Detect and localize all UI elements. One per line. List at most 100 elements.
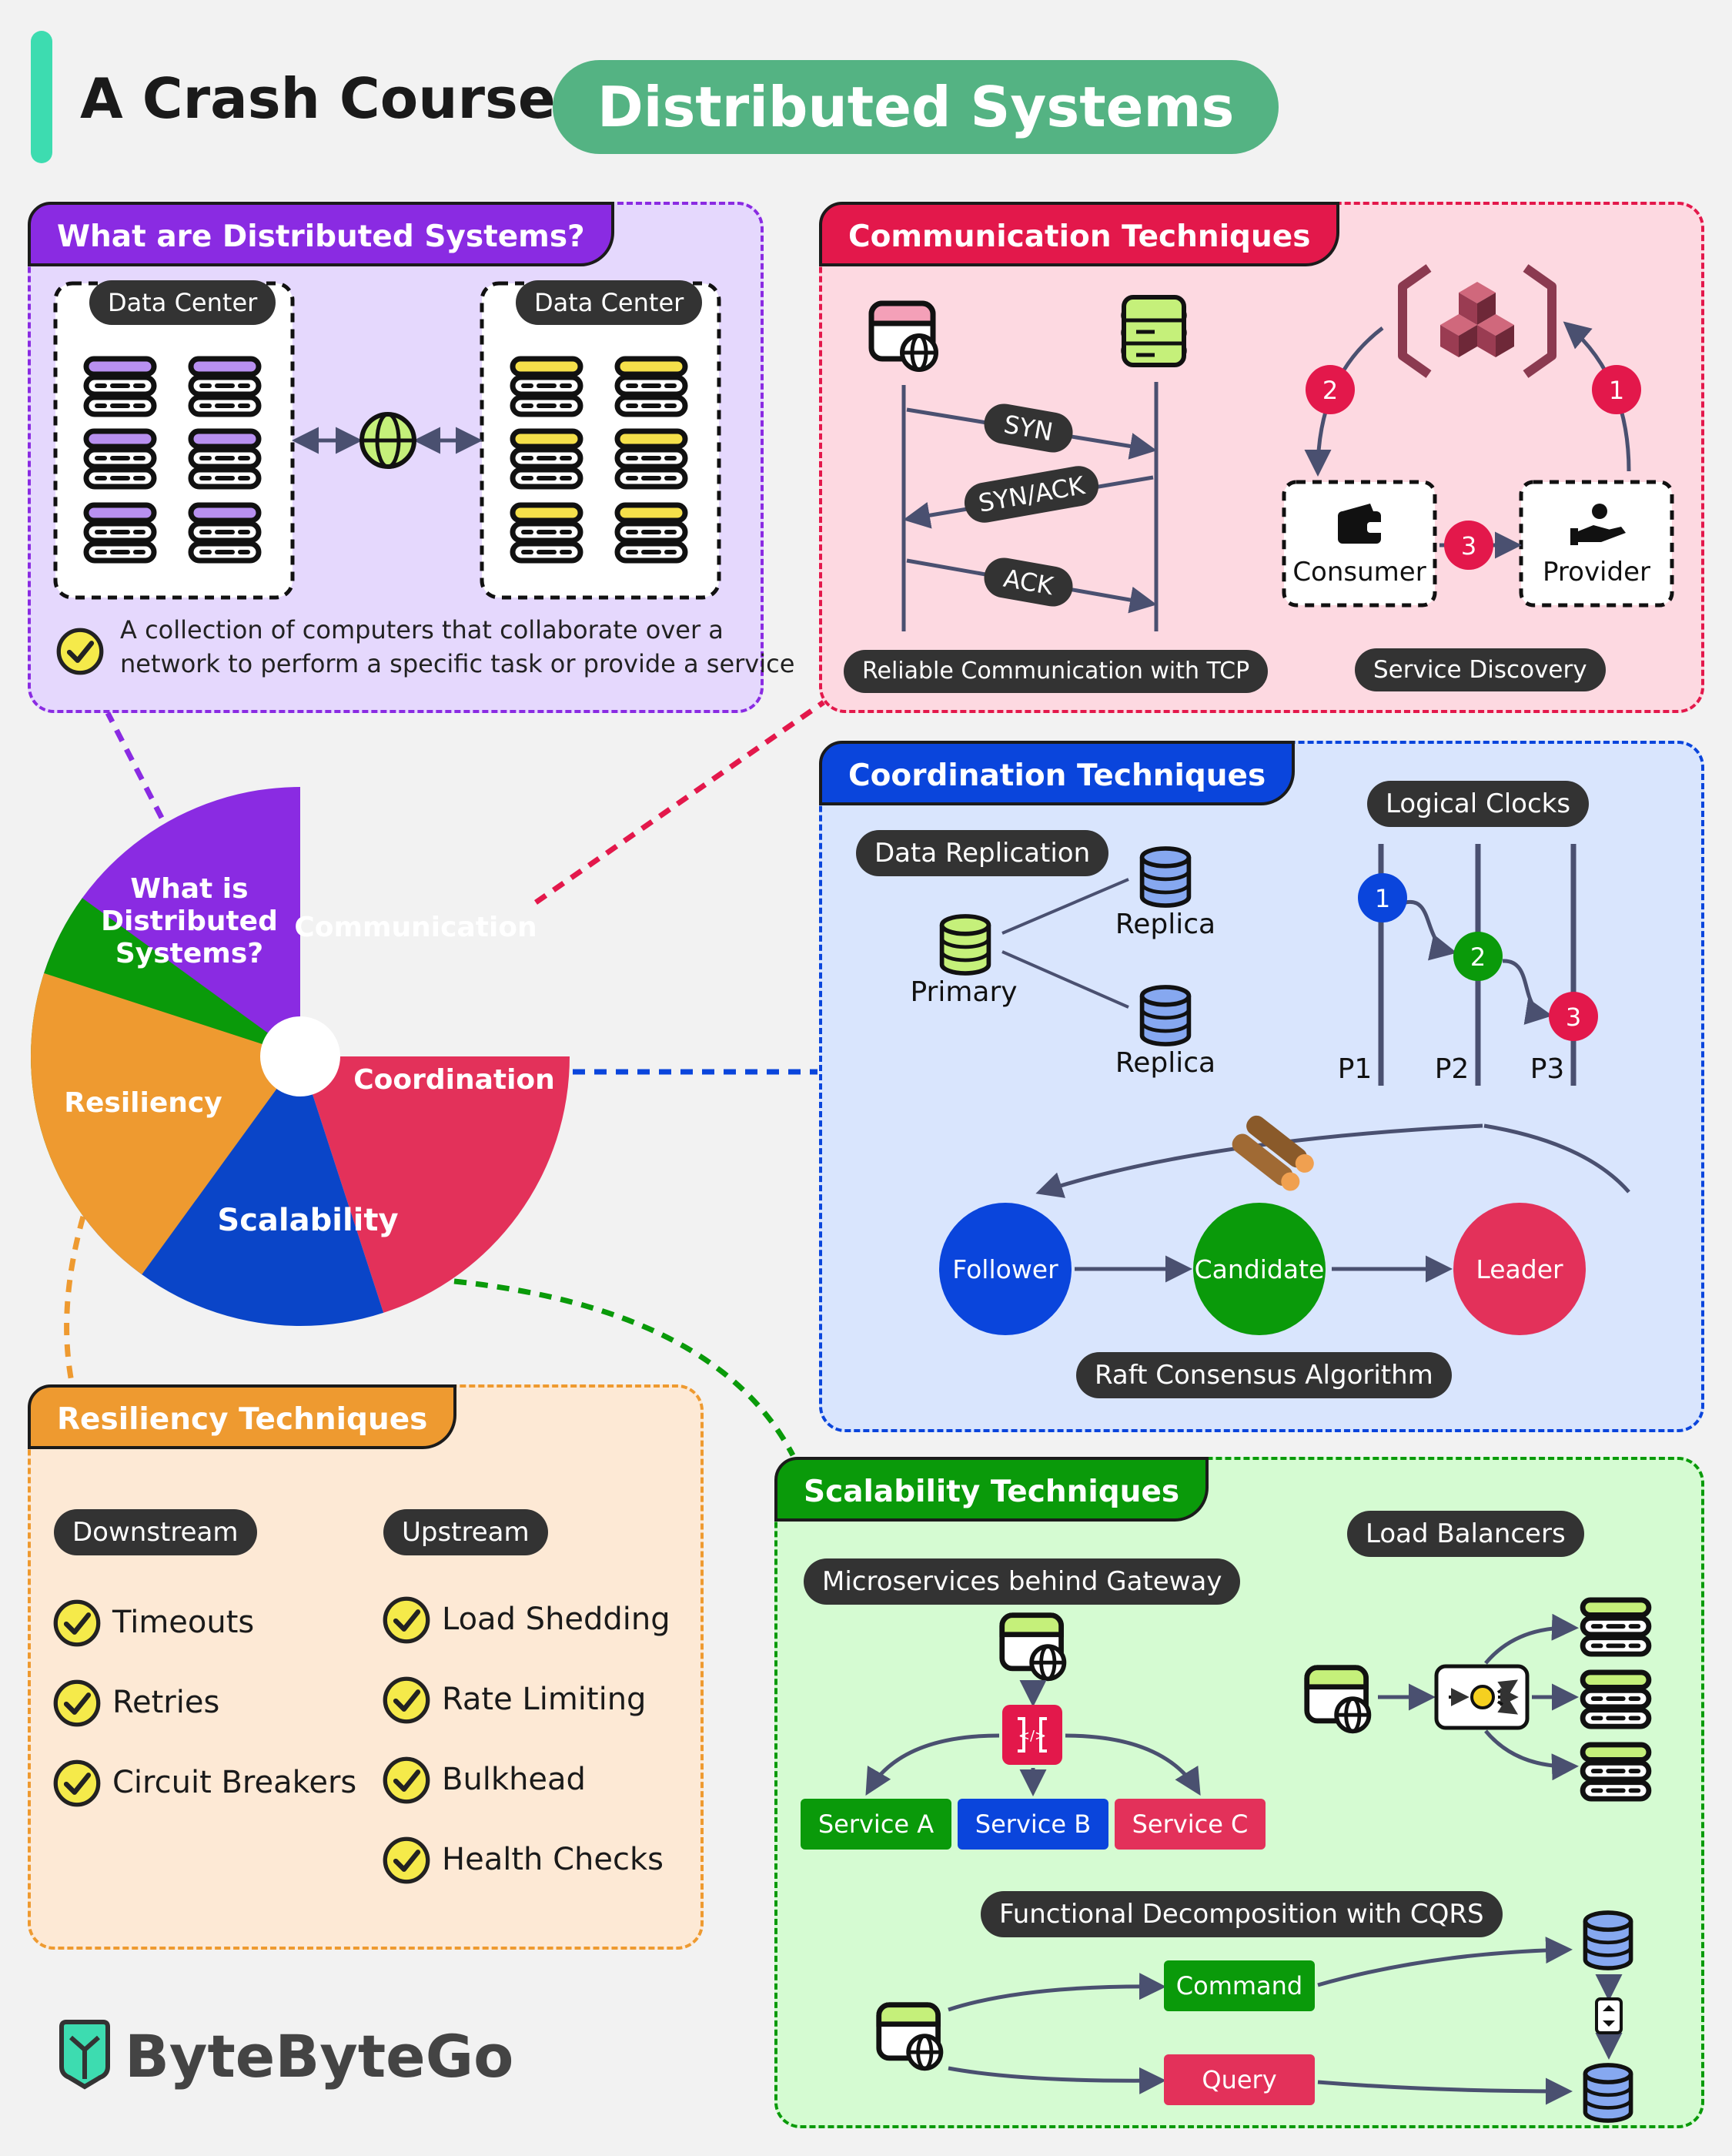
replica-database-icon	[1142, 849, 1189, 906]
service-c-box: Service C	[1115, 1799, 1266, 1850]
brand-name: ByteByteGo	[125, 2022, 514, 2091]
tcp-label: Reliable Communication with TCP	[844, 650, 1269, 693]
wallet-icon	[1338, 504, 1384, 544]
svg-text:</>: </>	[1018, 1728, 1046, 1744]
health-checks-item: Health Checks	[442, 1842, 664, 1877]
communication-tab: Communication Techniques	[819, 202, 1340, 266]
hand-icon	[1570, 504, 1626, 545]
process-label: P2	[1435, 1053, 1470, 1085]
leader-label: Leader	[1476, 1254, 1563, 1284]
process-label: P1	[1338, 1053, 1373, 1085]
data-center-label: Data Center	[516, 280, 703, 325]
replica-label: Replica	[1115, 909, 1215, 940]
definition-line: network to perform a specific task or pr…	[120, 649, 795, 678]
leader-node	[1453, 1203, 1586, 1335]
resiliency-tab: Resiliency Techniques	[28, 1384, 457, 1449]
downstream-label: Downstream	[54, 1509, 257, 1555]
service-a-box: Service A	[801, 1799, 951, 1850]
event-badge-2	[1453, 932, 1503, 981]
step-badge-3	[1444, 521, 1493, 570]
load-balancers-label: Load Balancers	[1347, 1511, 1584, 1557]
service-b-box: Service B	[958, 1799, 1108, 1850]
event-badge-1	[1358, 873, 1407, 922]
what-tab: What are Distributed Systems?	[28, 202, 614, 266]
consumer-label: Consumer	[1292, 557, 1426, 588]
connector-communication	[534, 700, 825, 905]
page-title-highlight: Distributed Systems	[553, 60, 1279, 154]
timeouts-item: Timeouts	[112, 1605, 255, 1640]
definition-text: A collection of computers that collabora…	[120, 613, 794, 681]
sync-icon	[1595, 1997, 1623, 2034]
follower-node	[939, 1203, 1072, 1335]
cqrs-label: Functional Decomposition with CQRS	[981, 1891, 1503, 1937]
database-icon	[1585, 1913, 1630, 1968]
process-label: P3	[1530, 1053, 1565, 1085]
gateway-label: Microservices behind Gateway	[804, 1558, 1241, 1605]
pie-slice-communication	[300, 1056, 570, 1313]
query-box: Query	[1164, 2054, 1315, 2105]
pie-label-scalability: Scalability	[217, 1203, 398, 1238]
svg-text:2: 2	[1470, 942, 1486, 972]
pie-slice-coordination	[82, 1056, 384, 1326]
server-icon	[1583, 1600, 1649, 1799]
scalability-tab: Scalability Techniques	[774, 1457, 1209, 1522]
command-box: Command	[1164, 1960, 1315, 2011]
resiliency-panel	[28, 1384, 704, 1950]
connector-resiliency	[64, 1216, 86, 1387]
primary-database-icon	[942, 916, 989, 973]
data-replication-label: Data Replication	[856, 830, 1109, 876]
candidate-label: Candidate	[1195, 1254, 1325, 1284]
retries-item: Retries	[112, 1685, 220, 1720]
follower-label: Follower	[952, 1254, 1058, 1284]
gateway-icon: </>	[1002, 1705, 1062, 1765]
step-badge-1	[1592, 365, 1641, 414]
pie-label-coordination: Coordination	[353, 1064, 555, 1096]
synack-message: SYN/ACK	[964, 466, 1099, 523]
registry-cubes-icon	[1398, 264, 1556, 378]
communication-panel	[819, 202, 1704, 713]
check-icon	[55, 1599, 427, 1881]
svg-text:3: 3	[1461, 531, 1476, 561]
event-badge-3	[1549, 992, 1598, 1041]
primary-label: Primary	[910, 976, 1017, 1008]
candidate-node	[1193, 1203, 1326, 1335]
load-shedding-item: Load Shedding	[442, 1602, 670, 1637]
pie-label-communication: Communication	[294, 912, 537, 943]
server-box-icon	[1122, 295, 1186, 367]
connector-scalability	[453, 1278, 796, 1457]
provider-label: Provider	[1543, 557, 1650, 588]
coordination-tab: Coordination Techniques	[819, 741, 1296, 805]
client-globe-icon	[879, 2005, 941, 2069]
database-icon	[1585, 2065, 1630, 2121]
svg-text:3: 3	[1566, 1003, 1581, 1032]
raft-label: Raft Consensus Algorithm	[1076, 1352, 1452, 1398]
client-globe-icon	[1002, 1615, 1065, 1679]
title-accent-bar	[31, 31, 52, 163]
syn-message: SYN	[984, 403, 1073, 453]
definition-line: A collection of computers that collabora…	[120, 615, 724, 644]
globe-icon	[359, 412, 416, 469]
circuit-breakers-item: Circuit Breakers	[112, 1765, 357, 1800]
pie-slice-resiliency	[30, 973, 301, 1275]
pie-center	[260, 1016, 340, 1096]
ack-message: ACK	[984, 557, 1073, 607]
bytebytego-logo-icon	[59, 2020, 110, 2090]
replica-label: Replica	[1115, 1047, 1215, 1079]
load-balancer-icon	[1434, 1664, 1530, 1730]
svg-text:2: 2	[1322, 376, 1338, 405]
bulkhead-item: Bulkhead	[442, 1762, 586, 1797]
replica-database-icon	[1142, 987, 1189, 1044]
step-badge-2	[1306, 365, 1355, 414]
data-center-label: Data Center	[89, 280, 276, 325]
client-globe-icon	[871, 303, 936, 370]
client-globe-icon	[1307, 1668, 1369, 1732]
rate-limiting-item: Rate Limiting	[442, 1682, 647, 1717]
pie-label-resiliency: Resiliency	[64, 1087, 222, 1119]
upstream-label: Upstream	[383, 1509, 548, 1555]
connector-what	[105, 711, 165, 819]
service-discovery-label: Service Discovery	[1355, 648, 1606, 691]
